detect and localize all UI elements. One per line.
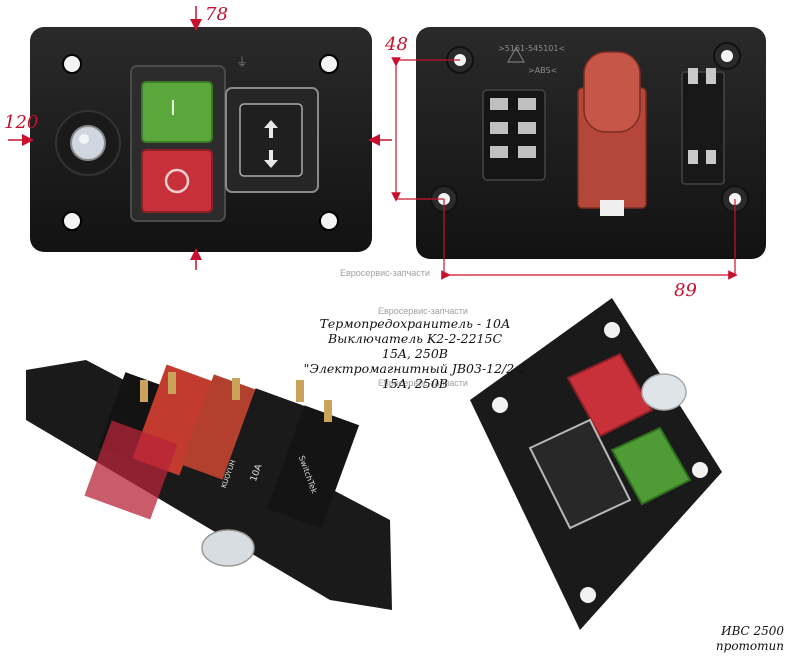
caption-line-thermal: Термопредохранитель - 10А <box>319 316 511 331</box>
dimension-side-height: 120 <box>4 112 39 133</box>
micro-switch <box>681 71 725 185</box>
watermark-lower: Евросервис-запчасти <box>378 378 468 388</box>
angled-reset-knob <box>641 373 687 411</box>
reset-button-icon <box>70 125 106 161</box>
caption-line-switch-rating: 15A, 250B <box>382 346 448 361</box>
angled-switch-module <box>220 388 316 508</box>
mount-hole-icon <box>580 587 596 603</box>
angled-back-view <box>26 360 392 610</box>
dimension-hole-vertical: 48 <box>385 34 408 55</box>
model-name: ИВС 2500 <box>721 624 784 638</box>
mount-hole-icon <box>319 54 339 74</box>
off-symbol-icon <box>164 168 190 194</box>
terminal <box>490 98 508 110</box>
cover-window <box>239 103 303 177</box>
on-symbol-label: I <box>170 96 176 120</box>
caption-line-electromagnetic-rating: 15A, 250B <box>382 376 448 391</box>
arrow-up-icon <box>264 120 278 138</box>
green-on-button <box>141 81 213 143</box>
terminal <box>324 400 332 422</box>
angled-breaker <box>181 374 261 482</box>
front-dimension-marks <box>8 6 392 270</box>
terminal <box>296 380 304 402</box>
component-caption: Термопредохранитель - 10А Выключатель K2… <box>300 316 530 391</box>
warning-triangle-icon <box>506 46 526 63</box>
back-panel <box>416 27 766 259</box>
arrow-down-icon <box>264 150 278 168</box>
terminal <box>168 372 176 394</box>
model-label: ИВС 2500 прототип <box>716 624 784 654</box>
terminal <box>706 150 716 164</box>
back-dimension-marks <box>391 57 738 280</box>
angled-red-cover <box>84 420 178 520</box>
watermark-middle: Евросервис-запчасти <box>378 306 468 316</box>
caption-line-switch: Выключатель K2-2-2215C <box>327 331 503 346</box>
terminal <box>490 122 508 134</box>
angled-switch-module <box>266 405 360 529</box>
red-off-button <box>141 149 213 213</box>
dimension-top-width: 78 <box>205 4 228 25</box>
caption-line-electromagnetic: "Электромагнитный JB03-12/2-2 <box>303 361 527 376</box>
terminal <box>140 380 148 402</box>
model-note: прототип <box>715 639 784 653</box>
angled-front-view <box>470 298 722 630</box>
mount-hole-icon <box>604 322 620 338</box>
angled-transparent-cover <box>528 418 632 530</box>
watermark-top: Евросервис-запчасти <box>340 268 430 278</box>
front-panel: ⏚ <box>30 27 372 252</box>
reset-highlight <box>79 134 89 144</box>
terminal <box>688 68 698 84</box>
mount-hole-icon <box>319 211 339 231</box>
mount-hole-icon <box>492 397 508 413</box>
mount-hole-icon <box>62 54 82 74</box>
mount-hole-icon <box>692 462 708 478</box>
terminal <box>490 146 508 158</box>
terminal <box>518 146 536 158</box>
angled-red-button <box>566 352 654 438</box>
terminal <box>518 98 536 110</box>
angled-green-button <box>610 426 692 506</box>
back-marking-code: >5161-545101< <box>498 44 566 53</box>
terminal <box>518 122 536 134</box>
mount-hole-icon <box>62 211 82 231</box>
terminal <box>706 68 716 84</box>
terminal <box>688 150 698 164</box>
dimension-hole-horizontal: 89 <box>674 280 697 301</box>
breaker-reset-plunger <box>600 200 624 216</box>
breaker-cap <box>583 51 641 133</box>
angled-reset-knob <box>201 529 255 567</box>
earth-symbol-icon: ⏚ <box>236 55 248 69</box>
off-symbol-label: O <box>172 168 173 169</box>
terminal <box>232 378 240 400</box>
back-marking-material: >ABS< <box>528 66 558 75</box>
mount-hole-icon <box>721 50 733 62</box>
